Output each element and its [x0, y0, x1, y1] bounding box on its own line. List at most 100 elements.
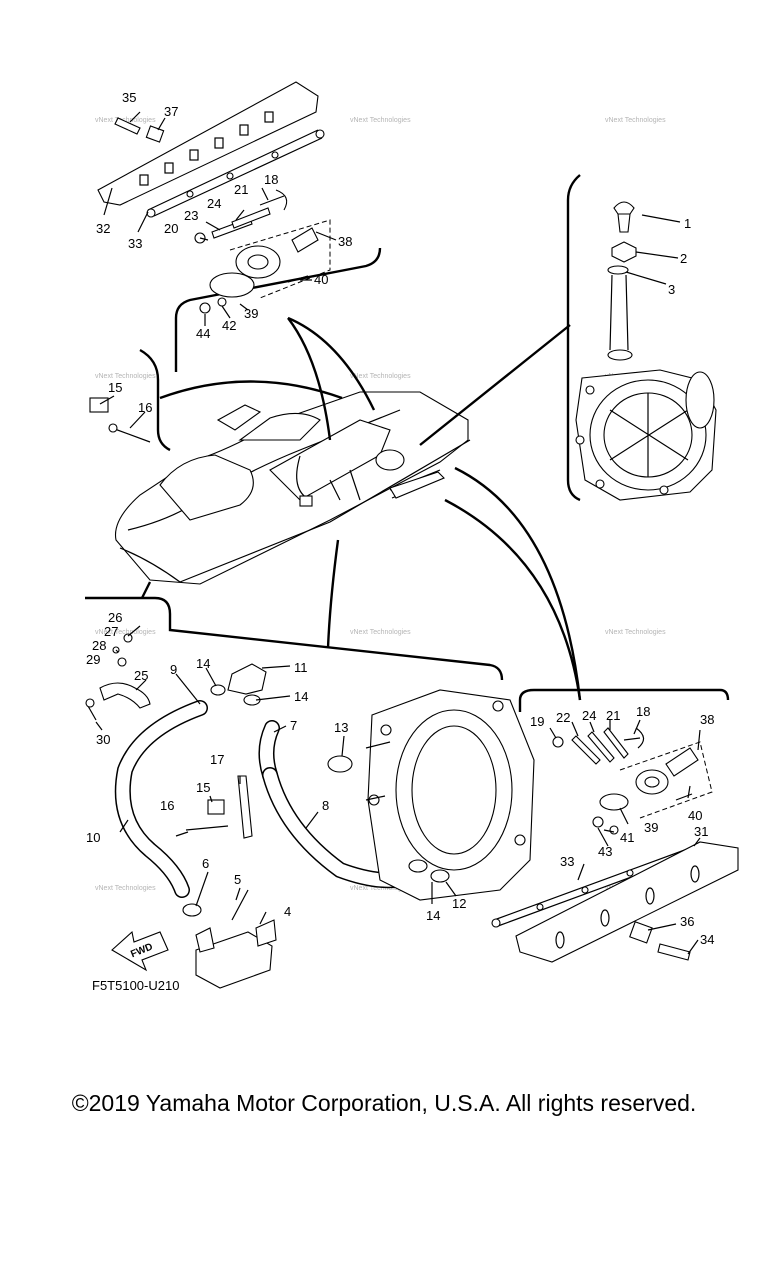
bracket-part-25 — [99, 682, 151, 709]
callout-10: 10 — [86, 830, 100, 845]
callout-5: 5 — [234, 872, 241, 887]
callout-9: 9 — [170, 662, 177, 677]
copyright-notice: ©2019 Yamaha Motor Corporation, U.S.A. A… — [71, 1090, 697, 1116]
diagram-code: F5T5100-U210 — [92, 978, 179, 993]
callout-19: 19 — [530, 714, 544, 729]
watermark: vNext Technologies — [95, 373, 156, 380]
collar-part-36 — [629, 921, 653, 944]
callout-14: 14 — [196, 656, 210, 671]
pin-part-16 — [111, 427, 151, 443]
callout-40: 40 — [688, 808, 702, 823]
watermark: vNext Technologies — [95, 117, 156, 124]
callout-23: 23 — [184, 208, 198, 223]
callout-32: 32 — [96, 221, 110, 236]
callout-2: 2 — [680, 251, 687, 266]
callout-18: 18 — [264, 172, 278, 187]
callout-7: 7 — [290, 718, 297, 733]
callout-28: 28 — [92, 638, 106, 653]
watermark: vNext Technologies — [350, 373, 411, 380]
callout-34: 34 — [700, 932, 714, 947]
callout-39: 39 — [244, 306, 258, 321]
callout-38: 38 — [338, 234, 352, 249]
callout-17: 17 — [210, 752, 224, 767]
callout-20: 20 — [164, 221, 178, 236]
callout-12: 12 — [452, 896, 466, 911]
callout-1: 1 — [684, 216, 691, 231]
inset-bracket — [139, 348, 171, 452]
callout-24: 24 — [207, 196, 221, 211]
bolt-part-35 — [114, 117, 141, 135]
callout-8: 8 — [322, 798, 329, 813]
callout-24: 24 — [582, 708, 596, 723]
callout-39: 39 — [644, 820, 658, 835]
callout-29: 29 — [86, 652, 100, 667]
rail-part-31 — [515, 841, 739, 963]
callout-11: 11 — [294, 660, 308, 675]
callout-26: 26 — [108, 610, 122, 625]
callout-18: 18 — [636, 704, 650, 719]
callout-33: 33 — [128, 236, 142, 251]
rail-holes — [139, 111, 274, 186]
clip-part-15 — [89, 397, 109, 413]
watercraft-hull — [114, 391, 471, 585]
leader-arrows — [140, 316, 582, 701]
inset-lower-hoses: FWD — [85, 596, 535, 989]
callout-4: 4 — [284, 904, 291, 919]
fwd-arrow-icon — [111, 930, 169, 972]
clamp-part-6 — [182, 903, 202, 917]
callout-27: 27 — [104, 624, 118, 639]
callout-38: 38 — [700, 712, 714, 727]
callout-leaders — [95, 111, 701, 955]
pin-part-16 — [185, 825, 229, 831]
callout-31: 31 — [694, 824, 708, 839]
drain-plug-part-38 — [291, 227, 319, 253]
inset-bracket — [518, 688, 730, 712]
callout-16: 16 — [160, 798, 174, 813]
callout-15: 15 — [108, 380, 122, 395]
watermark: vNext Technologies — [95, 629, 156, 636]
inset-left-clip — [89, 348, 171, 452]
watermark: vNext Technologies — [95, 885, 156, 892]
callout-37: 37 — [164, 104, 178, 119]
fitting-part-1 — [613, 201, 635, 215]
watermark: vNext Technologies — [350, 629, 411, 636]
callout-22: 22 — [556, 710, 570, 725]
clamp-part-13 — [327, 755, 353, 773]
callout-6: 6 — [202, 856, 209, 871]
callout-21: 21 — [606, 708, 620, 723]
callout-30: 30 — [96, 732, 110, 747]
valve-part-4 — [195, 931, 273, 989]
watermark: vNext Technologies — [605, 117, 666, 124]
callout-14: 14 — [294, 689, 308, 704]
bolt-part-34 — [657, 943, 691, 961]
callout-44: 44 — [196, 326, 210, 341]
tie-part-17 — [237, 775, 253, 839]
callout-14: 14 — [426, 908, 440, 923]
rail-part-32 — [97, 81, 319, 206]
callout-21: 21 — [234, 182, 248, 197]
callout-labels: 1 2 3 35 37 32 33 18 21 24 23 20 38 40 3… — [86, 90, 714, 947]
strip-part-33 — [147, 129, 323, 217]
callout-13: 13 — [334, 720, 348, 735]
inset-bracket — [85, 596, 504, 681]
clip-part-15 — [207, 799, 225, 815]
pin-part-5 — [231, 889, 249, 921]
fitting-part-11 — [227, 663, 267, 695]
callout-25: 25 — [134, 668, 148, 683]
callout-36: 36 — [680, 914, 694, 929]
nut-part-2 — [611, 241, 637, 263]
drain-plug-part-38 — [665, 747, 699, 777]
callout-41: 41 — [620, 830, 634, 845]
callout-43: 43 — [598, 844, 612, 859]
watermark: vNext Technologies — [605, 629, 666, 636]
callout-16: 16 — [138, 400, 152, 415]
inset-top-rail — [97, 81, 382, 372]
callout-15: 15 — [196, 780, 210, 795]
inset-right-pump — [566, 174, 717, 502]
callout-33: 33 — [560, 854, 574, 869]
callout-35: 35 — [122, 90, 136, 105]
callout-42: 42 — [222, 318, 236, 333]
inset-bracket — [566, 174, 581, 502]
watermark: vNext Technologies — [350, 117, 411, 124]
